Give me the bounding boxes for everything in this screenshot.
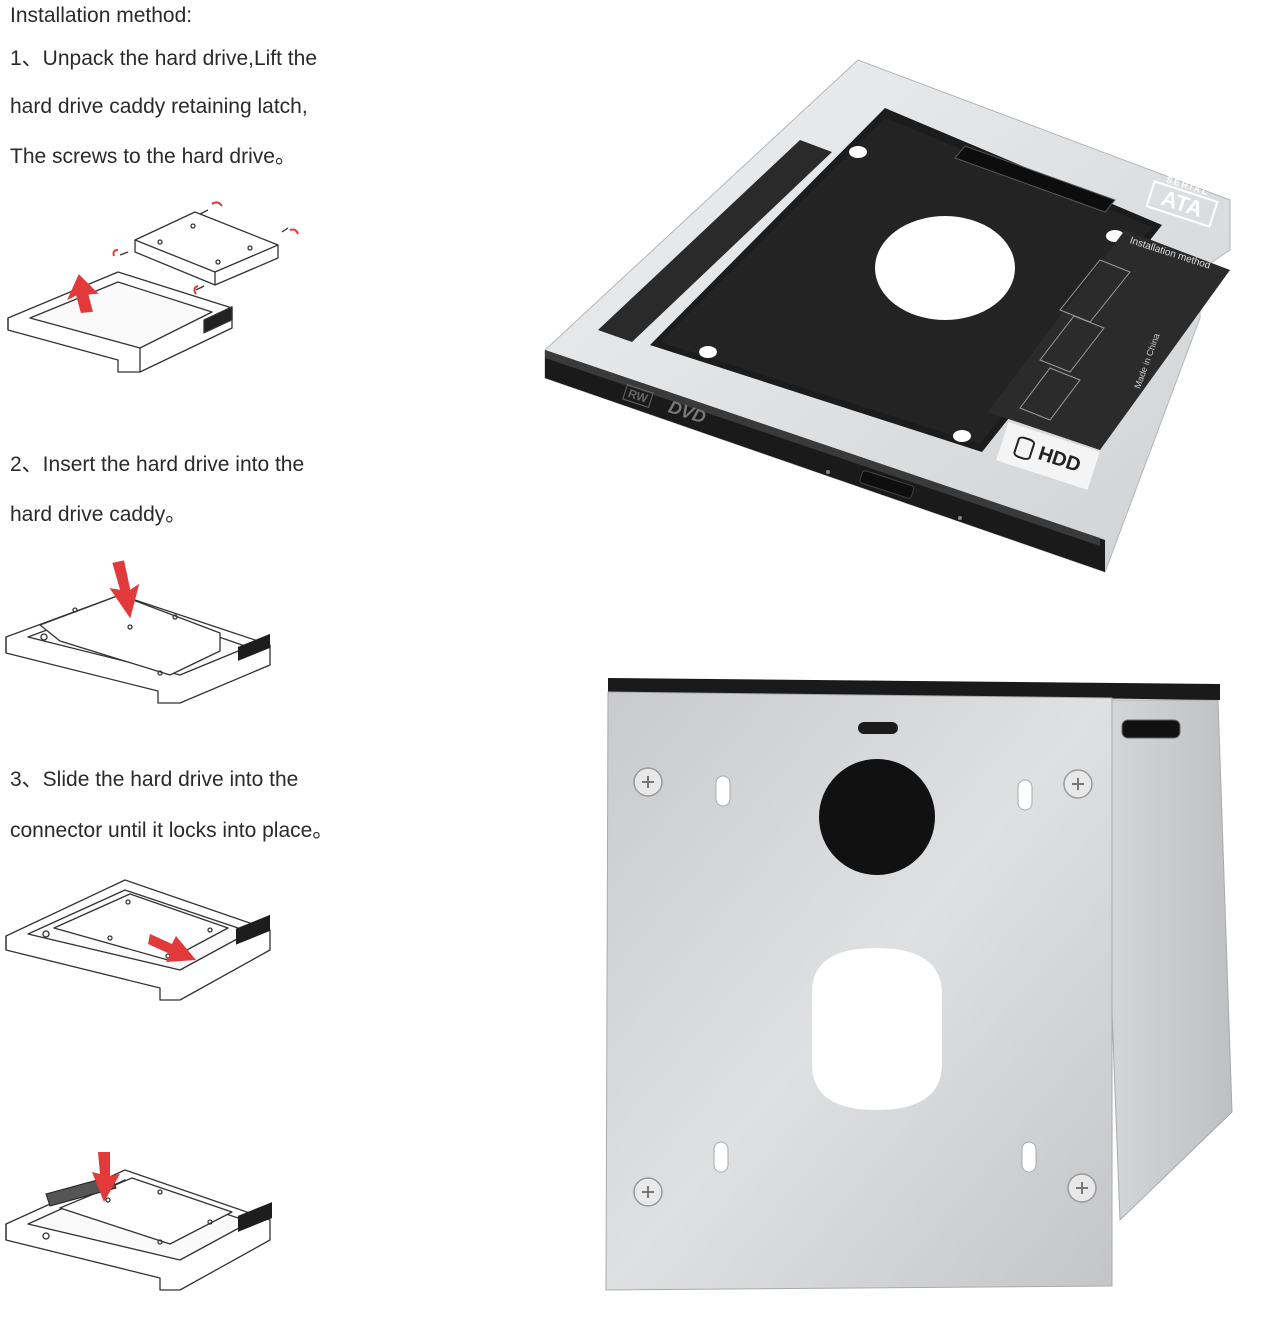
step1-illustration [0, 190, 310, 390]
step1-line1: 1、Unpack the hard drive,Lift the [10, 47, 318, 70]
step3-illustration [0, 870, 310, 1020]
step1-line2: hard drive caddy retaining latch, [10, 95, 308, 118]
caddy-bottom-view [600, 672, 1240, 1302]
step4-illustration [0, 1150, 310, 1310]
press-arrow-icon [92, 1152, 120, 1202]
caddy-top-view [540, 59, 1280, 580]
step2-line1: 2、Insert the hard drive into the [10, 453, 305, 476]
step3-line1: 3、Slide the hard drive into the [10, 768, 299, 791]
slide-arrow-icon [148, 934, 196, 962]
step2-line2: hard drive caddy。 [10, 503, 187, 526]
instructions-heading: Installation method: [10, 4, 193, 27]
insert-arrow-icon [109, 560, 140, 619]
hdd-badge-label: HDD [1035, 442, 1084, 477]
lift-arrow-icon [67, 274, 99, 313]
step3-line2: connector until it locks into place。 [10, 819, 334, 842]
hdd-badge-icon [1012, 435, 1037, 462]
step2-illustration [0, 555, 310, 725]
step1-line3: The screws to the hard drive。 [10, 145, 296, 168]
